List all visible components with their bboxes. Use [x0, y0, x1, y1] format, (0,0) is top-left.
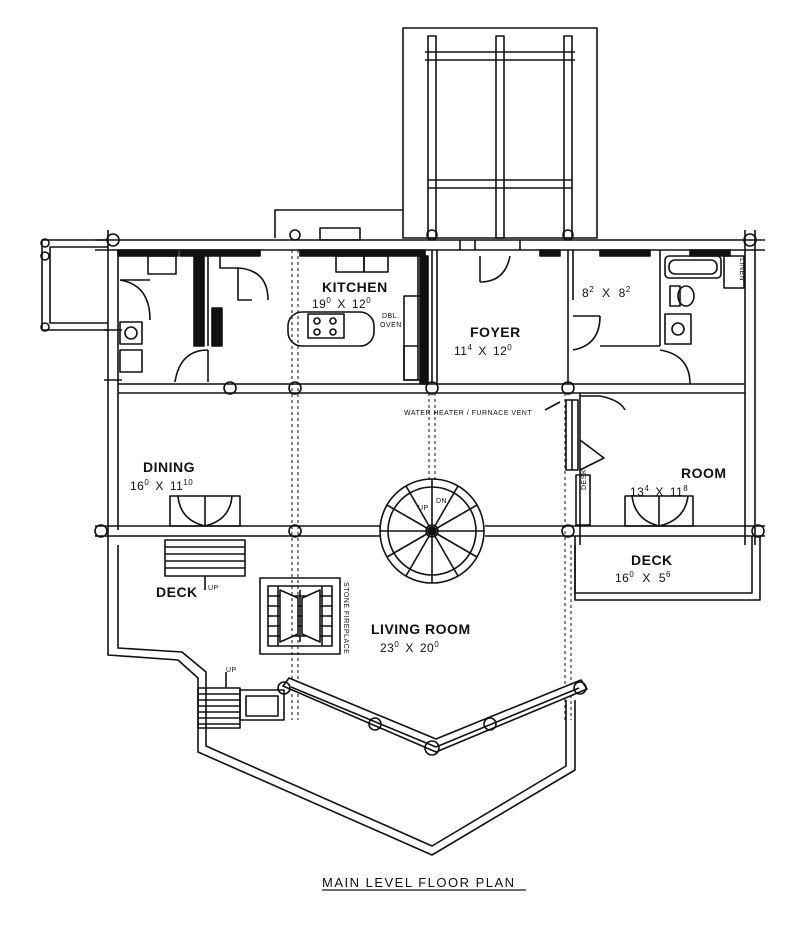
- dbl-oven-label-1: DBL.: [382, 313, 400, 320]
- deck-stair-up-label: UP: [208, 585, 219, 592]
- left-balcony: [40, 238, 108, 332]
- kitchen-fixtures: [287, 227, 429, 385]
- west-wall: [104, 230, 122, 545]
- deck-stair: [197, 672, 285, 729]
- mid-beam: [118, 383, 745, 394]
- stone-fireplace-label: STONE FIREPLACE: [342, 582, 349, 654]
- north-wall: [95, 239, 765, 257]
- spiral-dn-label: DN: [436, 498, 447, 505]
- dining-doors: [169, 495, 241, 527]
- room-doors: [624, 495, 694, 527]
- bath-fixtures: [567, 250, 745, 385]
- desk-label: DESK: [581, 469, 588, 490]
- dining-deck-stair: [164, 539, 246, 590]
- living-room-label: LIVING ROOM: [371, 621, 471, 637]
- spiral-stair: [379, 478, 485, 584]
- bay-window-wall: [277, 677, 588, 756]
- vent-leader: [544, 401, 561, 411]
- right-deck: [574, 536, 761, 601]
- deck-right-label: DECK: [631, 552, 673, 568]
- deck-left-label: DECK: [156, 584, 198, 600]
- water-heater-label: WATER HEATER / FURNACE VENT: [404, 410, 532, 417]
- east-wall: [744, 230, 756, 545]
- plan-title: MAIN LEVEL FLOOR PLAN: [322, 875, 516, 890]
- laundry-area: [119, 255, 269, 383]
- room-door-desk: [565, 393, 626, 545]
- stone-fireplace: [259, 577, 341, 655]
- room-label: ROOM: [681, 465, 727, 481]
- foyer-walls: [431, 250, 511, 384]
- linen-label: LINEN: [738, 258, 745, 281]
- foyer-label: FOYER: [470, 324, 521, 340]
- kitchen-label: KITCHEN: [322, 279, 388, 295]
- entry-trellis: [402, 27, 598, 239]
- dbl-oven-label-2: OVEN: [380, 322, 402, 329]
- kitchen-bumpout: [274, 209, 403, 238]
- lower-stair-up-label: UP: [226, 667, 237, 674]
- dining-label: DINING: [143, 459, 195, 475]
- spiral-up-label: UP: [418, 505, 429, 512]
